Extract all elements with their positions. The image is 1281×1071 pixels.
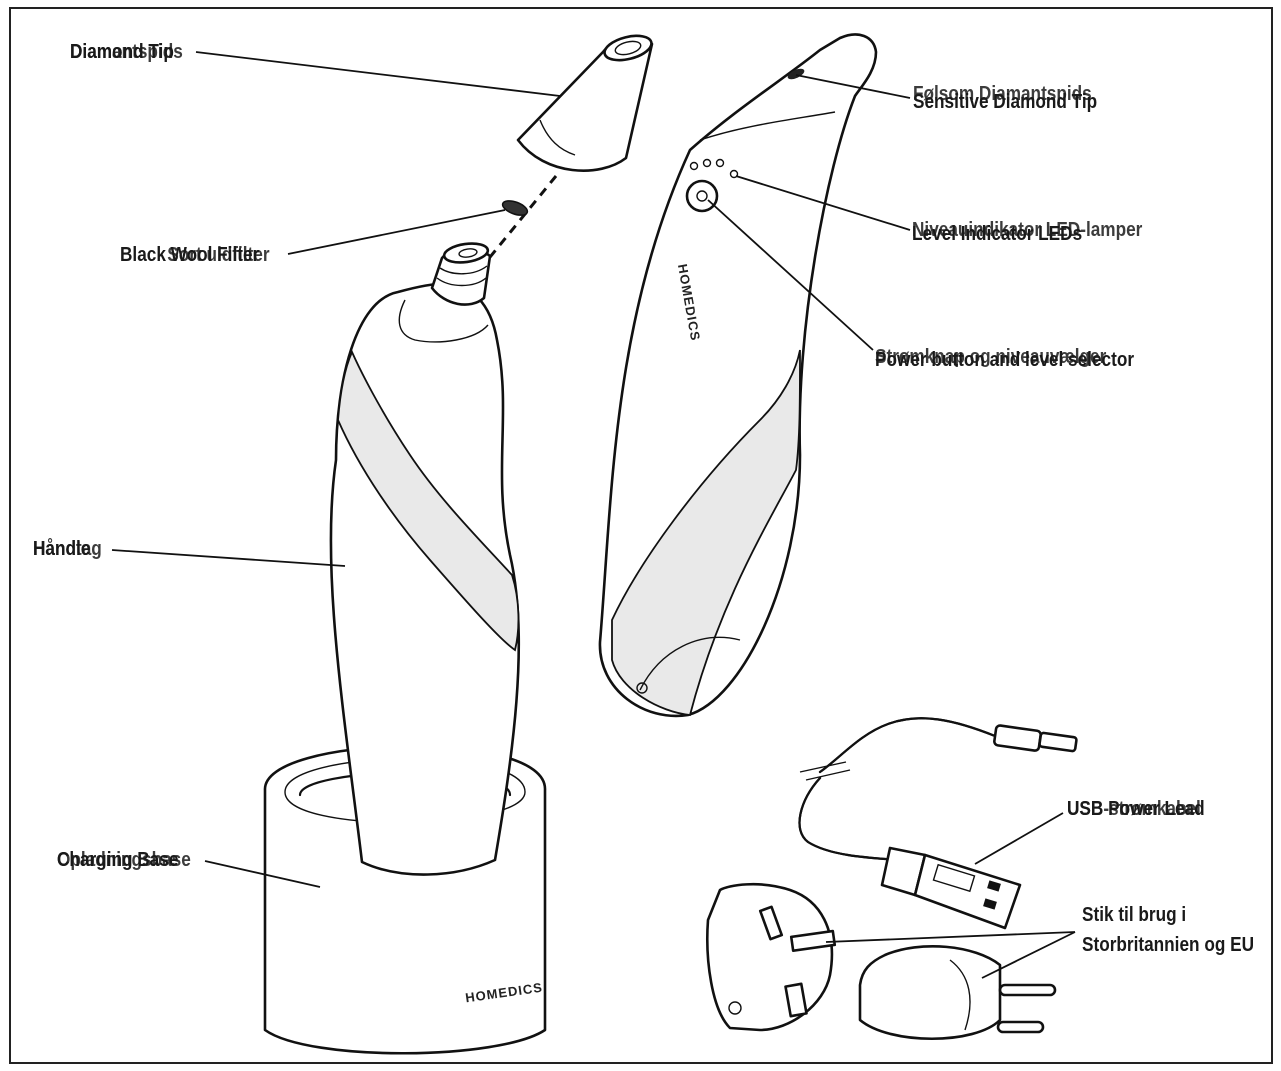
label-plugs: Stik til brug i Storbritannien og EU (1082, 903, 1254, 957)
label-sensitive-diamond-tip: Følsom Diamantspids Sensitive Diamond Ti… (913, 83, 1098, 114)
label-handle-secondary: Håndtag (33, 538, 102, 560)
alignment-dashed-line (484, 175, 558, 263)
label-black-wool-filter-primary: Black Wool Filter (120, 244, 260, 266)
label-handle-primary: Handle (33, 538, 91, 560)
label-level-indicator-primary: Level Indicator LEDs (912, 223, 1083, 245)
label-sensitive-diamond-tip-secondary: Følsom Diamantspids (913, 83, 1092, 105)
label-charging-base-primary: Charging Base (57, 849, 179, 871)
leader-eu-plug (981, 931, 1076, 979)
led-4 (729, 169, 739, 179)
eu-plug-part (858, 945, 1057, 1040)
leader-level-indicator (735, 175, 911, 231)
label-diamond-tip-primary: Diamond Tip (70, 41, 174, 63)
label-charging-base: Opladningsbase Charging Base (57, 848, 191, 872)
leader-sensitive-diamond-tip (795, 74, 911, 99)
label-usb-power-lead: USB-strømkabel USB Power Lead (1067, 797, 1205, 821)
usb-power-lead-part (798, 717, 1078, 930)
label-sensitive-diamond-tip-primary: Sensitive Diamond Tip (913, 91, 1098, 113)
label-charging-base-secondary: Opladningsbase (57, 849, 191, 871)
leader-lines (111, 51, 1076, 979)
label-level-indicator-secondary: Niveauindikator LED-lamper (912, 219, 1143, 241)
label-black-wool-filter: Sort uldfilter Black Wool Filter (120, 243, 270, 267)
led-2 (702, 158, 712, 168)
power-button (685, 179, 719, 213)
label-handle: Håndtag Handle (33, 537, 102, 561)
diamond-tip-part (516, 34, 654, 172)
label-plugs-line-2: Storbritannien og EU (1082, 934, 1254, 956)
led-3 (715, 158, 725, 168)
label-black-wool-filter-secondary: Sort uldfilter (167, 244, 270, 266)
label-level-indicator: Niveauindikator LED-lamper Level Indicat… (912, 218, 1142, 245)
label-power-button: Strømknap og niveauvælger Power button a… (875, 345, 1135, 371)
label-usb-power-lead-secondary: USB-strømkabel (1067, 798, 1201, 820)
label-power-button-secondary: Strømknap og niveauvælger (875, 346, 1107, 368)
leader-charging-base (204, 860, 321, 888)
handle-part (329, 242, 521, 876)
label-diamond-tip-secondary: Diamantspids (70, 41, 183, 63)
label-usb-power-lead-primary: USB Power Lead (1067, 798, 1205, 820)
leader-uk-plug (825, 931, 1076, 943)
black-wool-filter-disc (501, 200, 529, 216)
label-plugs-line-1: Stik til brug i (1082, 904, 1187, 926)
uk-plug-part (706, 882, 837, 1032)
device-side-view (598, 33, 878, 718)
leader-power-button (707, 199, 874, 351)
led-1 (689, 161, 699, 171)
leader-black-wool-filter (287, 209, 506, 255)
diagram-frame (9, 7, 1273, 1064)
label-power-button-primary: Power button and level selector (875, 349, 1135, 371)
leader-diamond-tip (195, 51, 561, 97)
leader-usb-power-lead (974, 812, 1064, 865)
leader-handle (111, 549, 346, 567)
label-diamond-tip: Diamantspids Diamond Tip (70, 40, 183, 64)
